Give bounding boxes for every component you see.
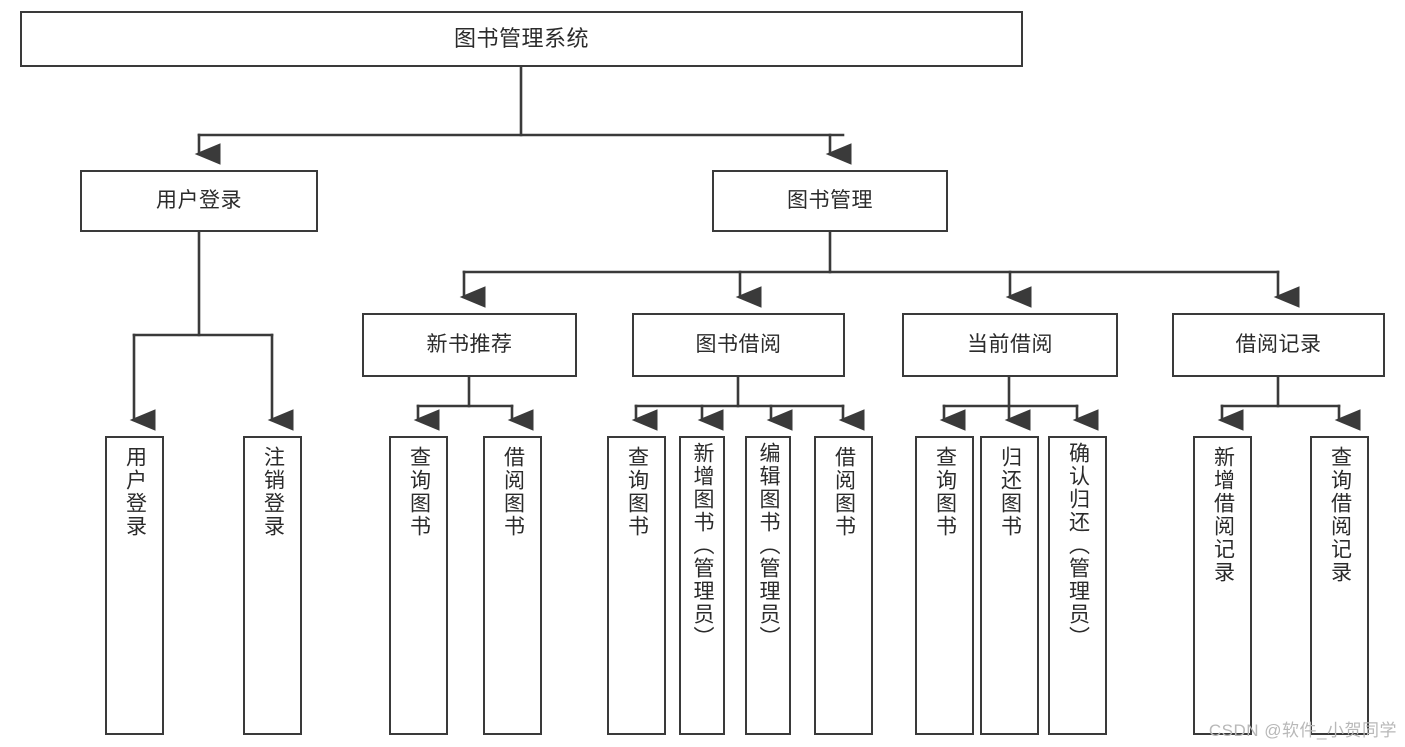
node-leaf-user-login[interactable]: 用户登录 (105, 436, 164, 735)
node-leaf-query-book-1-label: 查询图书 (407, 446, 431, 538)
node-leaf-borrow-book-1-label: 借阅图书 (501, 446, 525, 538)
node-leaf-add-record[interactable]: 新增借阅记录 (1193, 436, 1252, 735)
node-leaf-confirm-return-label: 确认归还（管理员） (1066, 442, 1090, 649)
node-leaf-user-logout-label: 注销登录 (261, 446, 285, 538)
node-leaf-add-record-label: 新增借阅记录 (1211, 446, 1235, 584)
node-leaf-query-record[interactable]: 查询借阅记录 (1310, 436, 1369, 735)
node-leaf-borrow-book-2[interactable]: 借阅图书 (814, 436, 873, 735)
node-leaf-return-book[interactable]: 归还图书 (980, 436, 1039, 735)
node-book-manage-label: 图书管理 (787, 188, 873, 212)
node-borrow-record[interactable]: 借阅记录 (1172, 313, 1385, 377)
node-book-borrow-label: 图书借阅 (695, 332, 782, 356)
node-book-borrow[interactable]: 图书借阅 (632, 313, 845, 377)
node-leaf-query-book-3[interactable]: 查询图书 (915, 436, 974, 735)
node-leaf-edit-book-label: 编辑图书（管理员） (757, 442, 781, 649)
node-leaf-borrow-book-1[interactable]: 借阅图书 (483, 436, 542, 735)
node-leaf-edit-book[interactable]: 编辑图书（管理员） (745, 436, 791, 735)
node-leaf-add-book-label: 新增图书（管理员） (691, 442, 715, 649)
node-leaf-query-record-label: 查询借阅记录 (1328, 446, 1352, 584)
node-new-book-recommend[interactable]: 新书推荐 (362, 313, 577, 377)
node-leaf-query-book-1[interactable]: 查询图书 (389, 436, 448, 735)
node-current-borrow-label: 当前借阅 (967, 332, 1053, 356)
node-leaf-user-login-label: 用户登录 (123, 446, 147, 538)
node-book-manage[interactable]: 图书管理 (712, 170, 948, 232)
node-user-login[interactable]: 用户登录 (80, 170, 318, 232)
node-leaf-add-book[interactable]: 新增图书（管理员） (679, 436, 725, 735)
node-leaf-confirm-return[interactable]: 确认归还（管理员） (1048, 436, 1107, 735)
node-root-label: 图书管理系统 (453, 26, 589, 52)
node-current-borrow[interactable]: 当前借阅 (902, 313, 1118, 377)
node-leaf-return-book-label: 归还图书 (998, 446, 1022, 538)
node-leaf-query-book-2[interactable]: 查询图书 (607, 436, 666, 735)
node-leaf-query-book-3-label: 查询图书 (933, 446, 957, 538)
node-borrow-record-label: 借阅记录 (1235, 332, 1322, 356)
csdn-watermark: CSDN @软件_小贺同学 (1208, 721, 1397, 740)
node-leaf-query-book-2-label: 查询图书 (625, 446, 649, 538)
node-root[interactable]: 图书管理系统 (20, 11, 1023, 67)
node-leaf-borrow-book-2-label: 借阅图书 (832, 446, 856, 538)
node-user-login-label: 用户登录 (156, 188, 242, 212)
node-new-book-recommend-label: 新书推荐 (426, 332, 513, 356)
node-leaf-user-logout[interactable]: 注销登录 (243, 436, 302, 735)
